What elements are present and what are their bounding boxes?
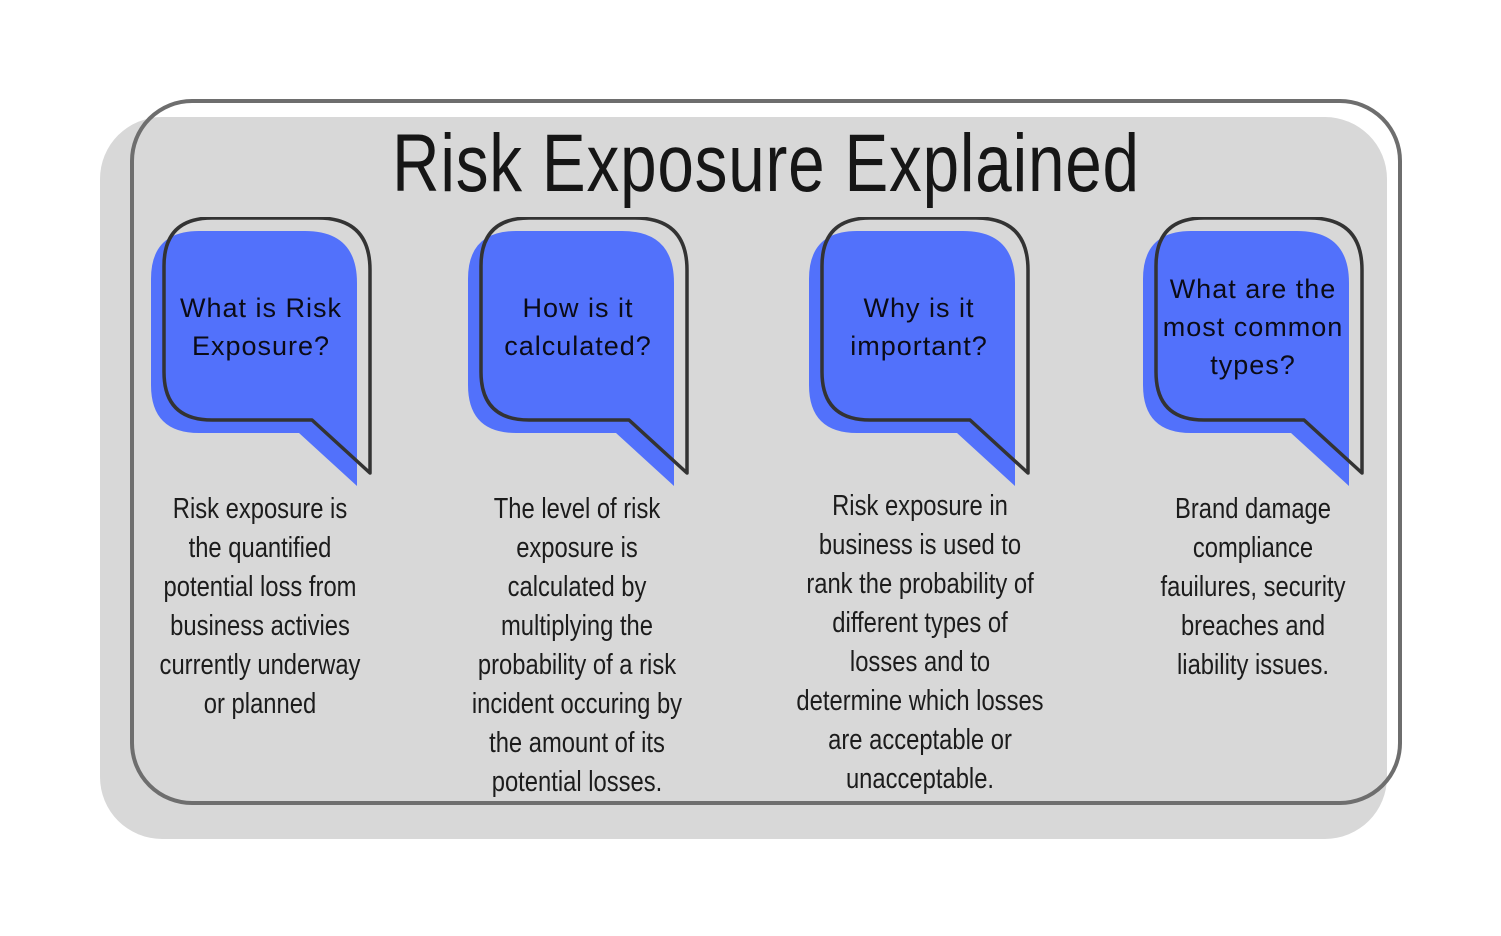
bubble-question-1-text: What is Risk Exposure? [179, 293, 343, 361]
speech-bubble-1: What is Risk Exposure? [150, 217, 372, 489]
bubble-question-4: What are the most common types? [1152, 223, 1354, 431]
bubble-question-1: What is Risk Exposure? [160, 223, 362, 431]
speech-bubble-3: Why is it important? [808, 217, 1030, 489]
speech-bubble-4: What are the most common types? [1142, 217, 1364, 489]
bubble-question-4-text: What are the most common types? [1162, 274, 1344, 380]
page-title: Risk Exposure Explained [392, 118, 1140, 209]
panel-outline [130, 99, 1402, 805]
speech-bubble-icon [151, 217, 372, 486]
speech-bubble-icon [809, 217, 1030, 486]
bubble-question-2-text: How is it calculated? [504, 293, 652, 361]
card-description-3: Risk exposure in business is used to ran… [796, 490, 1044, 795]
card-description-4: Brand damage compliance fauilures, secur… [1160, 493, 1346, 681]
speech-bubble-icon [468, 217, 689, 486]
card-description-2: The level of risk exposure is calculated… [471, 493, 683, 798]
bubble-question-3-text: Why is it important? [850, 293, 988, 361]
speech-bubble-2: How is it calculated? [467, 217, 689, 489]
bubble-question-2: How is it calculated? [477, 223, 679, 431]
speech-bubble-icon [1143, 217, 1364, 486]
card-description-1: Risk exposure is the quantified potentia… [159, 493, 361, 720]
bubble-question-3: Why is it important? [818, 223, 1020, 431]
